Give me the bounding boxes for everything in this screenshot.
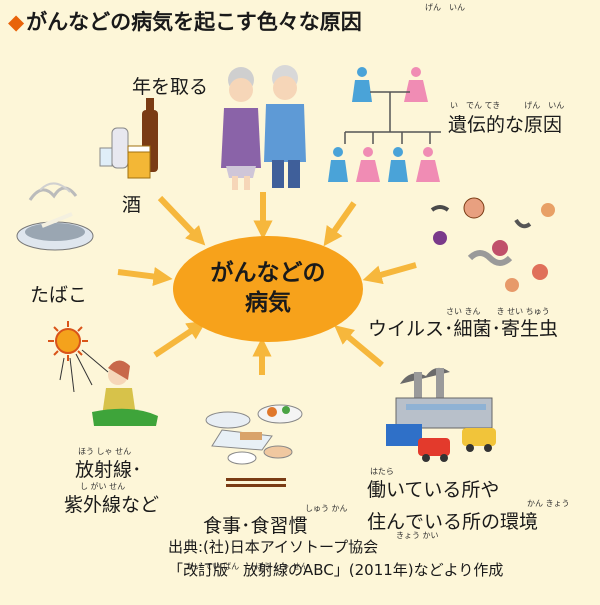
arrow-infection (362, 262, 417, 285)
center-label-line1: がんなどの (210, 260, 326, 287)
arrow-environment (334, 325, 384, 368)
center-ellipse (173, 236, 363, 342)
cause-environment-label-line1: 働いている所や (367, 479, 500, 501)
microbes-illustration (430, 197, 555, 292)
cause-alcohol-label: 酒 (122, 194, 142, 216)
cause-environment-ruby2: かん きょう (527, 499, 570, 508)
center-node: がんなどの 病気 (173, 236, 363, 342)
source-line2-ruby: かい てい ばん ほう しゃ せん (186, 562, 309, 571)
cause-diet-ruby: しゅう かん (305, 504, 348, 513)
cause-environment-ruby1: はたら (370, 467, 394, 476)
cause-radiation-label-line1: 放射線･ (75, 459, 142, 481)
arrow-alcohol (157, 195, 206, 246)
sun-bathing-illustration (48, 321, 158, 426)
cause-age-label: 年を取る (132, 76, 209, 98)
arrows (117, 192, 417, 375)
source-line2: 「改訂版 放射線のABC」(2011年)などより作成 (168, 561, 504, 580)
cause-heredity-label: 遺伝的な原因 (448, 114, 563, 136)
center-label-line2: 病気 (245, 290, 291, 316)
cause-radiation-ruby2: し がい せん (80, 482, 126, 491)
cause-environment-label-line2: 住んでいる所の環境 (367, 511, 539, 533)
source-line1-ruby: きょう かい (396, 531, 439, 540)
source-line1: 出典:(社)日本アイソトープ協会 (168, 538, 379, 556)
title-text: がんなどの病気を起こす色々な原因 (26, 10, 362, 34)
ashtray-illustration (16, 182, 94, 251)
arrow-heredity (323, 201, 357, 247)
alcohol-illustration (99, 98, 158, 179)
title-diamond-icon: ◆ (8, 10, 25, 34)
food-illustration (205, 404, 303, 487)
family-tree-illustration (328, 67, 441, 182)
title-ruby: げん いん (425, 3, 465, 12)
arrow-radiation (153, 320, 207, 358)
cause-radiation-ruby1: ほう しゃ せん (78, 447, 132, 456)
cause-heredity-ruby: い でん てき げん いん (450, 101, 565, 110)
diagram-title: ◆がんなどの病気を起こす色々な原因 (8, 6, 362, 36)
factory-traffic-illustration (386, 367, 496, 462)
source-citation: 出典:(社)日本アイソトープ協会 「改訂版 放射線のABC」(2011年)などよ… (168, 536, 503, 583)
cause-tobacco-label: たばこ (30, 284, 88, 306)
cause-diet-label: 食事･食習慣 (203, 515, 308, 537)
cause-infection-ruby: さい きん き せい ちゅう (446, 307, 550, 316)
elderly-couple-illustration (221, 65, 306, 190)
cause-infection-label: ウイルス･細菌･寄生虫 (368, 318, 559, 340)
arrow-tobacco (117, 267, 173, 287)
cause-radiation-label-line2: 紫外線など (64, 494, 160, 516)
